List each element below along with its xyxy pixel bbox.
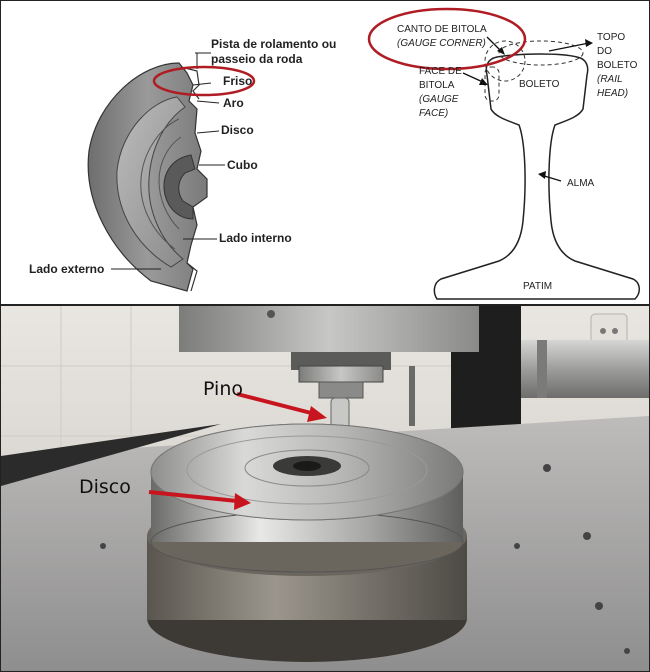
label-gauge-face-line1: (GAUGE bbox=[419, 94, 459, 105]
disco-arrow bbox=[148, 490, 251, 510]
label-patim: PATIM bbox=[523, 281, 552, 292]
label-pista-line1: Pista de rolamento ou bbox=[211, 37, 336, 51]
wheel-drawing bbox=[87, 52, 256, 292]
label-aro: Aro bbox=[223, 96, 244, 110]
label-cubo: Cubo bbox=[227, 158, 258, 172]
pino-arrow bbox=[236, 392, 327, 422]
wheel-inner-dish bbox=[116, 96, 186, 268]
label-canto-de-bitola: CANTO DE BITOLA bbox=[397, 24, 487, 35]
label-disco-photo: Disco bbox=[79, 476, 131, 498]
canto-highlight bbox=[367, 7, 527, 71]
panel-divider bbox=[1, 304, 649, 306]
label-lado-externo: Lado externo bbox=[29, 262, 104, 276]
label-alma: ALMA bbox=[567, 178, 595, 189]
label-rail-head-line2: HEAD) bbox=[597, 88, 628, 99]
wheel-labels: Pista de rolamento ou passeio da roda Fr… bbox=[29, 37, 336, 276]
label-topo-line1: TOPO bbox=[597, 32, 625, 43]
rail-profile bbox=[433, 53, 640, 300]
label-lado-interno: Lado interno bbox=[219, 231, 292, 245]
label-topo-line2: DO bbox=[597, 46, 612, 57]
diagram-svg: Pista de rolamento ou passeio da roda Fr… bbox=[29, 7, 640, 300]
label-face-de-line2: BITOLA bbox=[419, 80, 455, 91]
label-rail-head-line1: (RAIL bbox=[597, 74, 623, 85]
label-boleto: BOLETO bbox=[519, 79, 560, 90]
diagram-panel: Pista de rolamento ou passeio da roda Fr… bbox=[1, 1, 649, 305]
photo-panel: Pino Disco bbox=[1, 306, 649, 671]
label-face-de-line1: FACE DE bbox=[419, 66, 462, 77]
rail-labels: CANTO DE BITOLA (GAUGE CORNER) FACE DE B… bbox=[397, 24, 638, 292]
label-pino: Pino bbox=[203, 378, 243, 400]
label-friso: Friso bbox=[223, 74, 252, 88]
rail-drawing bbox=[367, 7, 640, 300]
label-topo-line3: BOLETO bbox=[597, 60, 638, 71]
label-pista-line2: passeio da roda bbox=[211, 52, 303, 66]
label-gauge-face-line2: FACE) bbox=[419, 108, 448, 119]
photo-svg bbox=[1, 306, 649, 671]
label-gauge-corner: (GAUGE CORNER) bbox=[397, 38, 486, 49]
label-disco-wheel: Disco bbox=[221, 123, 254, 137]
wheel-hub bbox=[163, 154, 196, 220]
friso-highlight bbox=[152, 65, 256, 97]
